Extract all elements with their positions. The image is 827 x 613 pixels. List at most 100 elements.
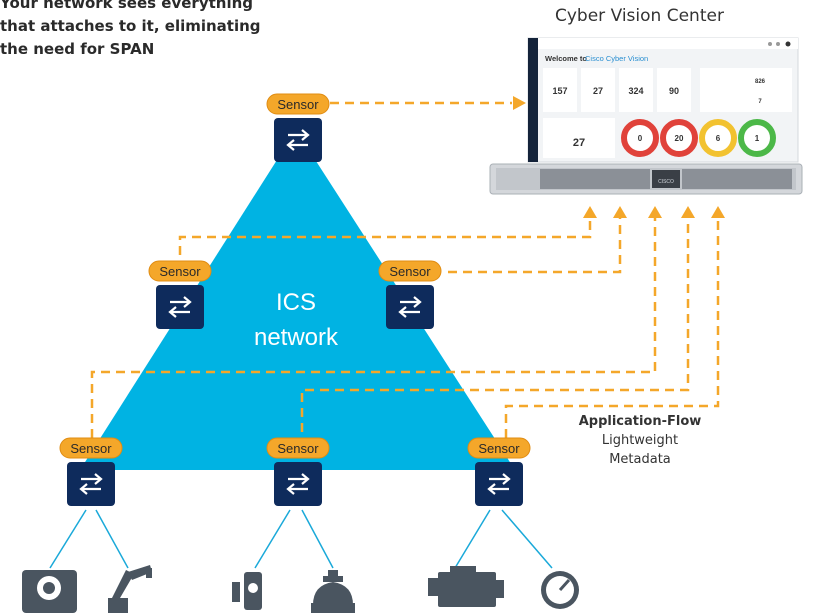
flow-line-bottom-left [90, 215, 657, 438]
link-engine [454, 509, 491, 569]
topbar-dot-1 [768, 42, 772, 46]
application-flow-title: Application-Flow [578, 414, 702, 429]
robot-arm-icon [108, 565, 152, 613]
switch-arrows-icon [79, 473, 103, 495]
ics-network-label: ICS [276, 289, 316, 316]
flow-line-right-mid [448, 215, 622, 274]
status-ring [660, 119, 698, 157]
appliance-badge [652, 170, 680, 188]
cyber-vision-center-title: Cyber Vision Center [555, 6, 724, 26]
arrowhead-3 [648, 206, 662, 218]
stat-value: 324 [628, 86, 643, 96]
switch-core: Sensor [266, 93, 330, 162]
stat-card [581, 68, 615, 112]
dashboard-brand: Cisco Cyber Vision [585, 54, 648, 63]
stat-card [543, 68, 577, 112]
valve-icon [232, 572, 262, 610]
endpoint-links [49, 509, 553, 569]
flow-line-bottom-right [504, 215, 720, 438]
switch-mid-right: Sensor [378, 260, 442, 329]
status-ring [621, 119, 659, 157]
flow-arrowheads [513, 96, 725, 218]
switch-bottom-center: Sensor [266, 437, 330, 506]
stat-value: 27 [593, 86, 603, 96]
sensor-label: Sensor [277, 97, 319, 112]
switch-arrows-icon [286, 129, 310, 151]
stat-value: 157 [552, 86, 567, 96]
arrowhead-2 [613, 206, 627, 218]
switch-arrows-icon [487, 473, 511, 495]
dashboard-sidebar [528, 38, 538, 162]
intro-line-1: Your network sees everything [0, 0, 254, 12]
appliance-drive-bay-1 [540, 169, 650, 189]
sensor-label: Sensor [277, 441, 319, 456]
application-flow-line-1: Lightweight [601, 433, 679, 448]
gauge-icon [541, 571, 579, 609]
status-ring [738, 119, 776, 157]
intro-line-3: the need for SPAN [0, 40, 155, 58]
switch-icon [274, 118, 322, 162]
topbar-dot-3 [785, 41, 791, 47]
dashboard-welcome: Welcome to [545, 54, 587, 63]
pump-icon [22, 570, 77, 613]
application-flow-line-2: Metadata [609, 452, 671, 467]
events-card [543, 118, 615, 158]
arrowhead-4 [681, 206, 695, 218]
application-flow-legend: Application-Flow Lightweight Metadata [560, 412, 720, 469]
sensor-label: Sensor [70, 441, 112, 456]
sensor-badge: Sensor [266, 93, 330, 115]
events-count: 27 [573, 137, 585, 149]
switch-bottom-right: Sensor [467, 437, 531, 506]
side-stat-value: 7 [758, 99, 762, 105]
sensor-badge: Sensor [148, 260, 212, 282]
sensor-badge: Sensor [378, 260, 442, 282]
status-ring-value: 20 [675, 134, 684, 143]
status-ring-value: 1 [755, 134, 760, 143]
switch-icon [475, 462, 523, 506]
switch-icon [274, 462, 322, 506]
switch-mid-left: Sensor [148, 260, 212, 329]
link-gauge [501, 509, 553, 569]
status-ring-value: 6 [716, 134, 721, 143]
status-ring-value: 0 [638, 134, 643, 143]
arrowhead-top [513, 96, 526, 110]
dashboard-topbar [538, 38, 798, 49]
intro-line-2: that attaches to it, eliminating [0, 17, 261, 35]
flow-lines [90, 101, 720, 438]
switch-arrows-icon [398, 296, 422, 318]
sensor-label: Sensor [159, 264, 201, 279]
sensor-label: Sensor [389, 264, 431, 279]
link-tank [301, 509, 334, 569]
ics-network-triangle [80, 130, 515, 470]
engine-icon [428, 566, 504, 607]
switch-arrows-icon [168, 296, 192, 318]
stat-value: 90 [669, 86, 679, 96]
side-panel [700, 68, 792, 112]
stat-card [657, 68, 691, 112]
appliance-server: CISCO [489, 163, 803, 195]
arrowhead-5 [711, 206, 725, 218]
sensor-badge: Sensor [266, 437, 330, 459]
link-robot [95, 509, 129, 569]
intro-text: Your network sees everything that attach… [0, 0, 340, 61]
switch-arrows-icon [286, 473, 310, 495]
appliance-drive-bay-2 [682, 169, 792, 189]
switch-icon [156, 285, 204, 329]
appliance-brand: CISCO [658, 179, 674, 185]
flow-line-bottom-center [300, 215, 690, 432]
sensor-label: Sensor [478, 441, 520, 456]
arrowhead-1 [583, 206, 597, 218]
status-ring [699, 119, 737, 157]
topbar-dot-2 [776, 42, 780, 46]
tank-icon [311, 570, 355, 613]
ics-network-label-2: network [254, 324, 339, 351]
switch-icon [67, 462, 115, 506]
cyber-vision-center: Welcome to Cisco Cyber Vision 157 27 324 90… [527, 37, 799, 163]
switch-bottom-left: Sensor [59, 437, 123, 506]
flow-line-left-mid [178, 215, 592, 255]
sensor-badge: Sensor [59, 437, 123, 459]
switch-icon [386, 285, 434, 329]
link-pump [49, 509, 87, 569]
sensor-badge: Sensor [467, 437, 531, 459]
